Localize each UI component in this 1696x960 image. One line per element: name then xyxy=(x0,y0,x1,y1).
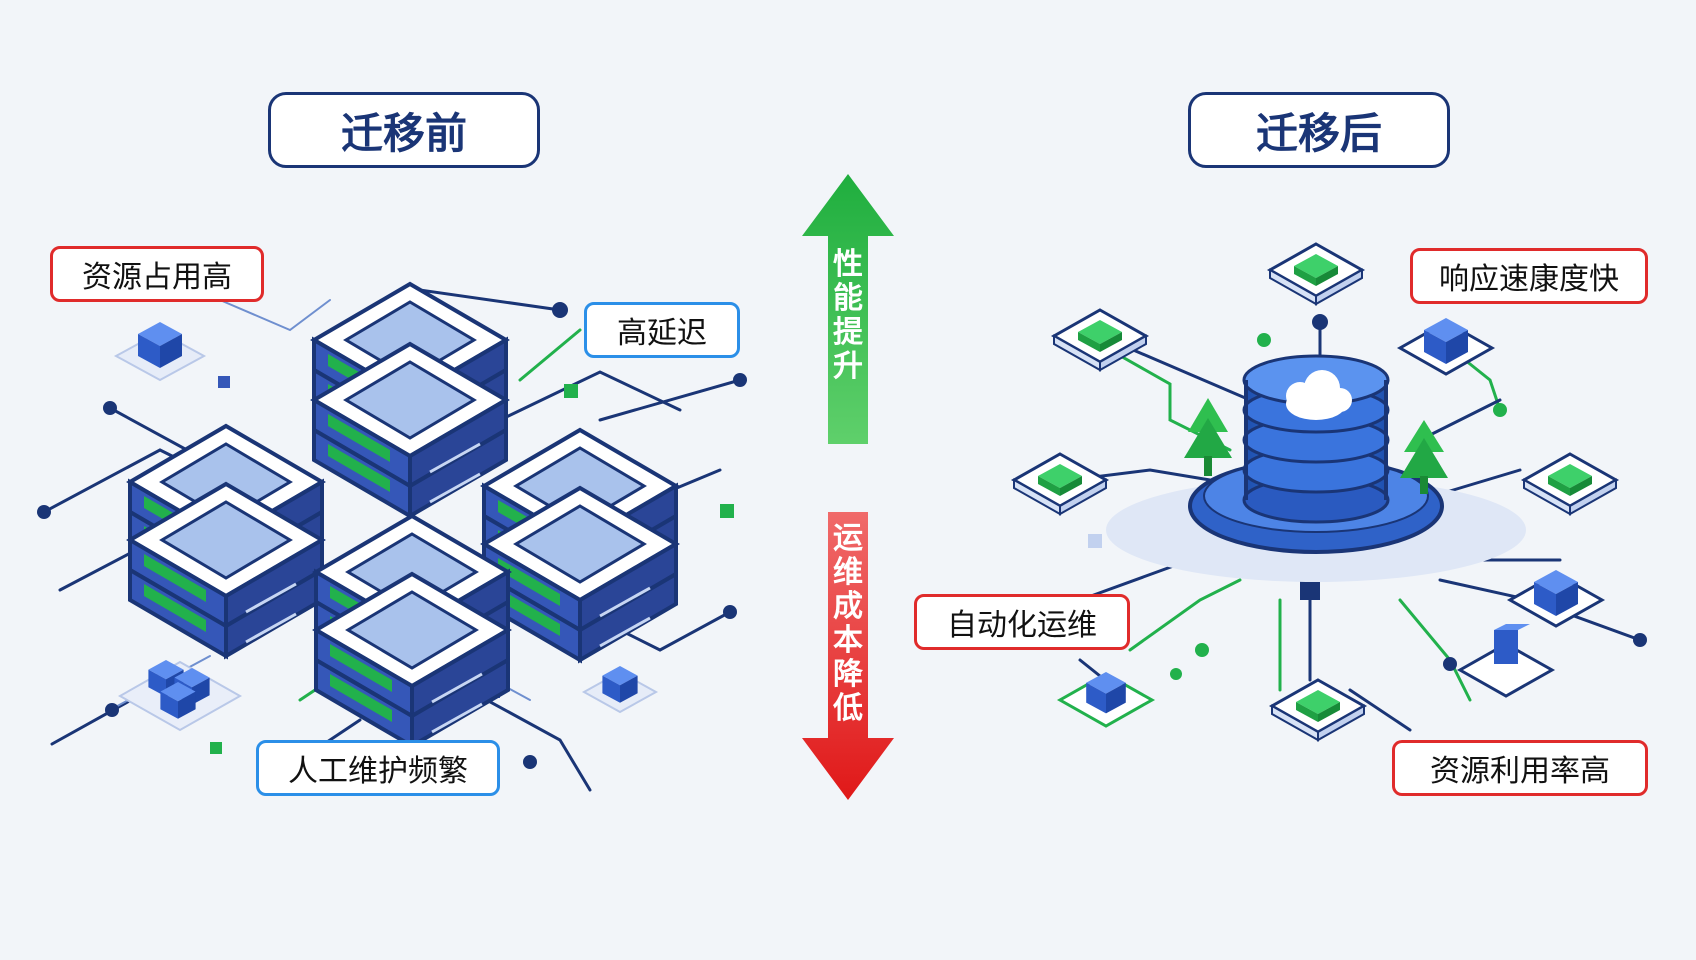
green-tree-icon xyxy=(1400,420,1448,494)
cost-down-arrow xyxy=(802,512,894,800)
vertical-label-char: 维 xyxy=(833,555,863,590)
after-title: 迁移后 xyxy=(1188,92,1450,168)
vertical-label-char: 本 xyxy=(833,623,863,658)
before-title: 迁移前 xyxy=(268,92,540,168)
network-node-icon xyxy=(1456,624,1556,698)
tag-resource-usage-high: 资源占用高 xyxy=(50,246,264,302)
network-node-icon xyxy=(1396,318,1496,376)
server-stack-icon xyxy=(482,428,678,662)
vertical-label-char: 低 xyxy=(833,691,863,726)
performance-up-label: 性能提升 xyxy=(828,248,868,384)
network-node-icon xyxy=(1268,242,1364,306)
left-cube-topleft xyxy=(113,322,207,382)
vertical-label-char: 成 xyxy=(833,589,863,624)
vertical-label-char: 升 xyxy=(833,349,863,384)
vertical-label-char: 降 xyxy=(833,657,863,692)
vertical-label-char: 运 xyxy=(833,521,863,556)
cloud-icon xyxy=(1286,370,1352,420)
server-stack-icon xyxy=(314,514,510,748)
network-node-icon xyxy=(1012,452,1108,516)
vertical-label-char: 性 xyxy=(833,247,863,282)
network-node-icon xyxy=(1522,452,1618,516)
right-connection-dots xyxy=(1088,314,1647,680)
tag-high-latency: 高延迟 xyxy=(584,302,740,358)
server-stack-icon xyxy=(128,424,324,658)
tag-fast-response: 响应速康度快 xyxy=(1410,248,1648,304)
tag-frequent-manual-maintenance: 人工维护频繁 xyxy=(256,740,500,796)
left-cube-right xyxy=(581,666,659,714)
database-stack-icon xyxy=(1106,354,1526,582)
performance-up-arrow xyxy=(802,174,894,444)
green-tree-icon xyxy=(1184,398,1232,476)
server-stack-icon xyxy=(312,282,508,518)
left-cube-cluster xyxy=(117,660,243,732)
vertical-label-char: 能 xyxy=(833,281,863,316)
cost-down-label: 运维成本降低 xyxy=(828,522,868,726)
vertical-label-char: 提 xyxy=(833,315,863,350)
network-node-icon xyxy=(1056,672,1156,728)
tag-high-utilization: 资源利用率高 xyxy=(1392,740,1648,796)
network-node-icon xyxy=(1506,570,1606,628)
tag-automated-ops: 自动化运维 xyxy=(914,594,1130,650)
